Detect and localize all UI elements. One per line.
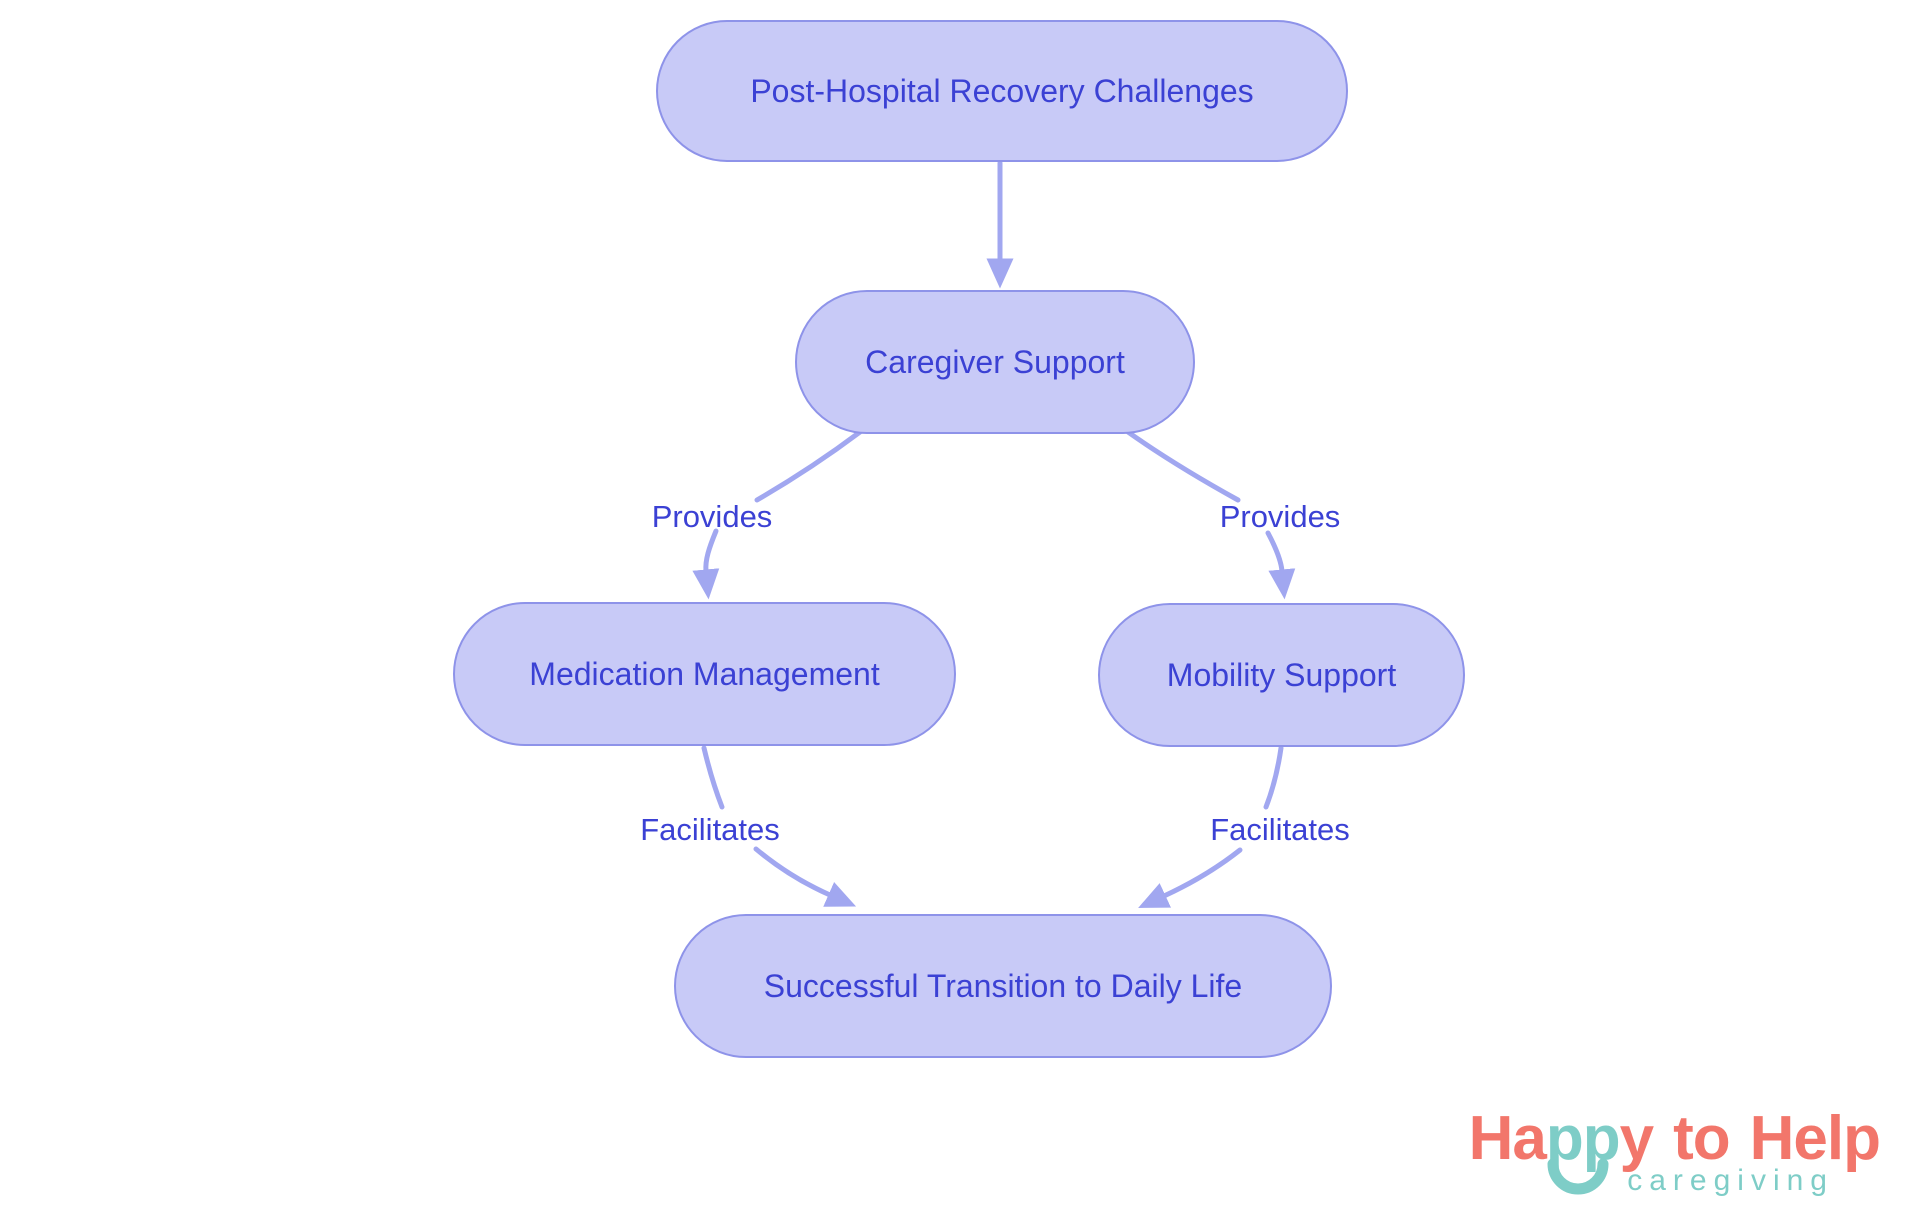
edge-label-provides-left: Provides (651, 499, 773, 534)
node-label: Mobility Support (1166, 656, 1397, 693)
edge-caregiver-to-mobility-lower (1265, 530, 1296, 600)
logo-ha: Ha (1468, 1104, 1547, 1173)
node-post-hospital-recovery-challenges: Post-Hospital Recovery Challenges (656, 20, 1348, 162)
edge-caregiver-to-mobility-upper (1125, 429, 1241, 503)
edge-label-facilitates-right: Facilitates (1210, 812, 1350, 847)
node-successful-transition: Successful Transition to Daily Life (674, 914, 1332, 1058)
edge-medication-to-transition-lower (753, 846, 857, 907)
node-label: Medication Management (529, 655, 880, 692)
node-caregiver-support: Caregiver Support (795, 290, 1195, 434)
node-label: Post-Hospital Recovery Challenges (750, 72, 1254, 109)
edge-medication-to-transition-upper (701, 745, 725, 810)
edge-label-facilitates-left: Facilitates (640, 812, 780, 847)
edge-mobility-to-transition-upper (1263, 745, 1284, 810)
logo-help: Help (1749, 1104, 1881, 1173)
edge-caregiver-to-medication-lower (692, 528, 720, 600)
node-medication-management: Medication Management (453, 602, 956, 746)
logo-tagline: caregiving (1627, 1164, 1834, 1197)
node-label: Caregiver Support (865, 343, 1125, 380)
edge-label-provides-right: Provides (1219, 499, 1341, 534)
logo-pp: pp (1546, 1108, 1621, 1195)
node-label: Successful Transition to Daily Life (763, 967, 1243, 1004)
edge-mobility-to-transition-lower (1138, 847, 1243, 908)
logo-to: to (1673, 1104, 1731, 1173)
edge-caregiver-to-medication-upper (754, 429, 863, 503)
smile-icon (1547, 1158, 1609, 1195)
node-mobility-support: Mobility Support (1098, 603, 1465, 747)
logo-y: y (1619, 1104, 1654, 1173)
